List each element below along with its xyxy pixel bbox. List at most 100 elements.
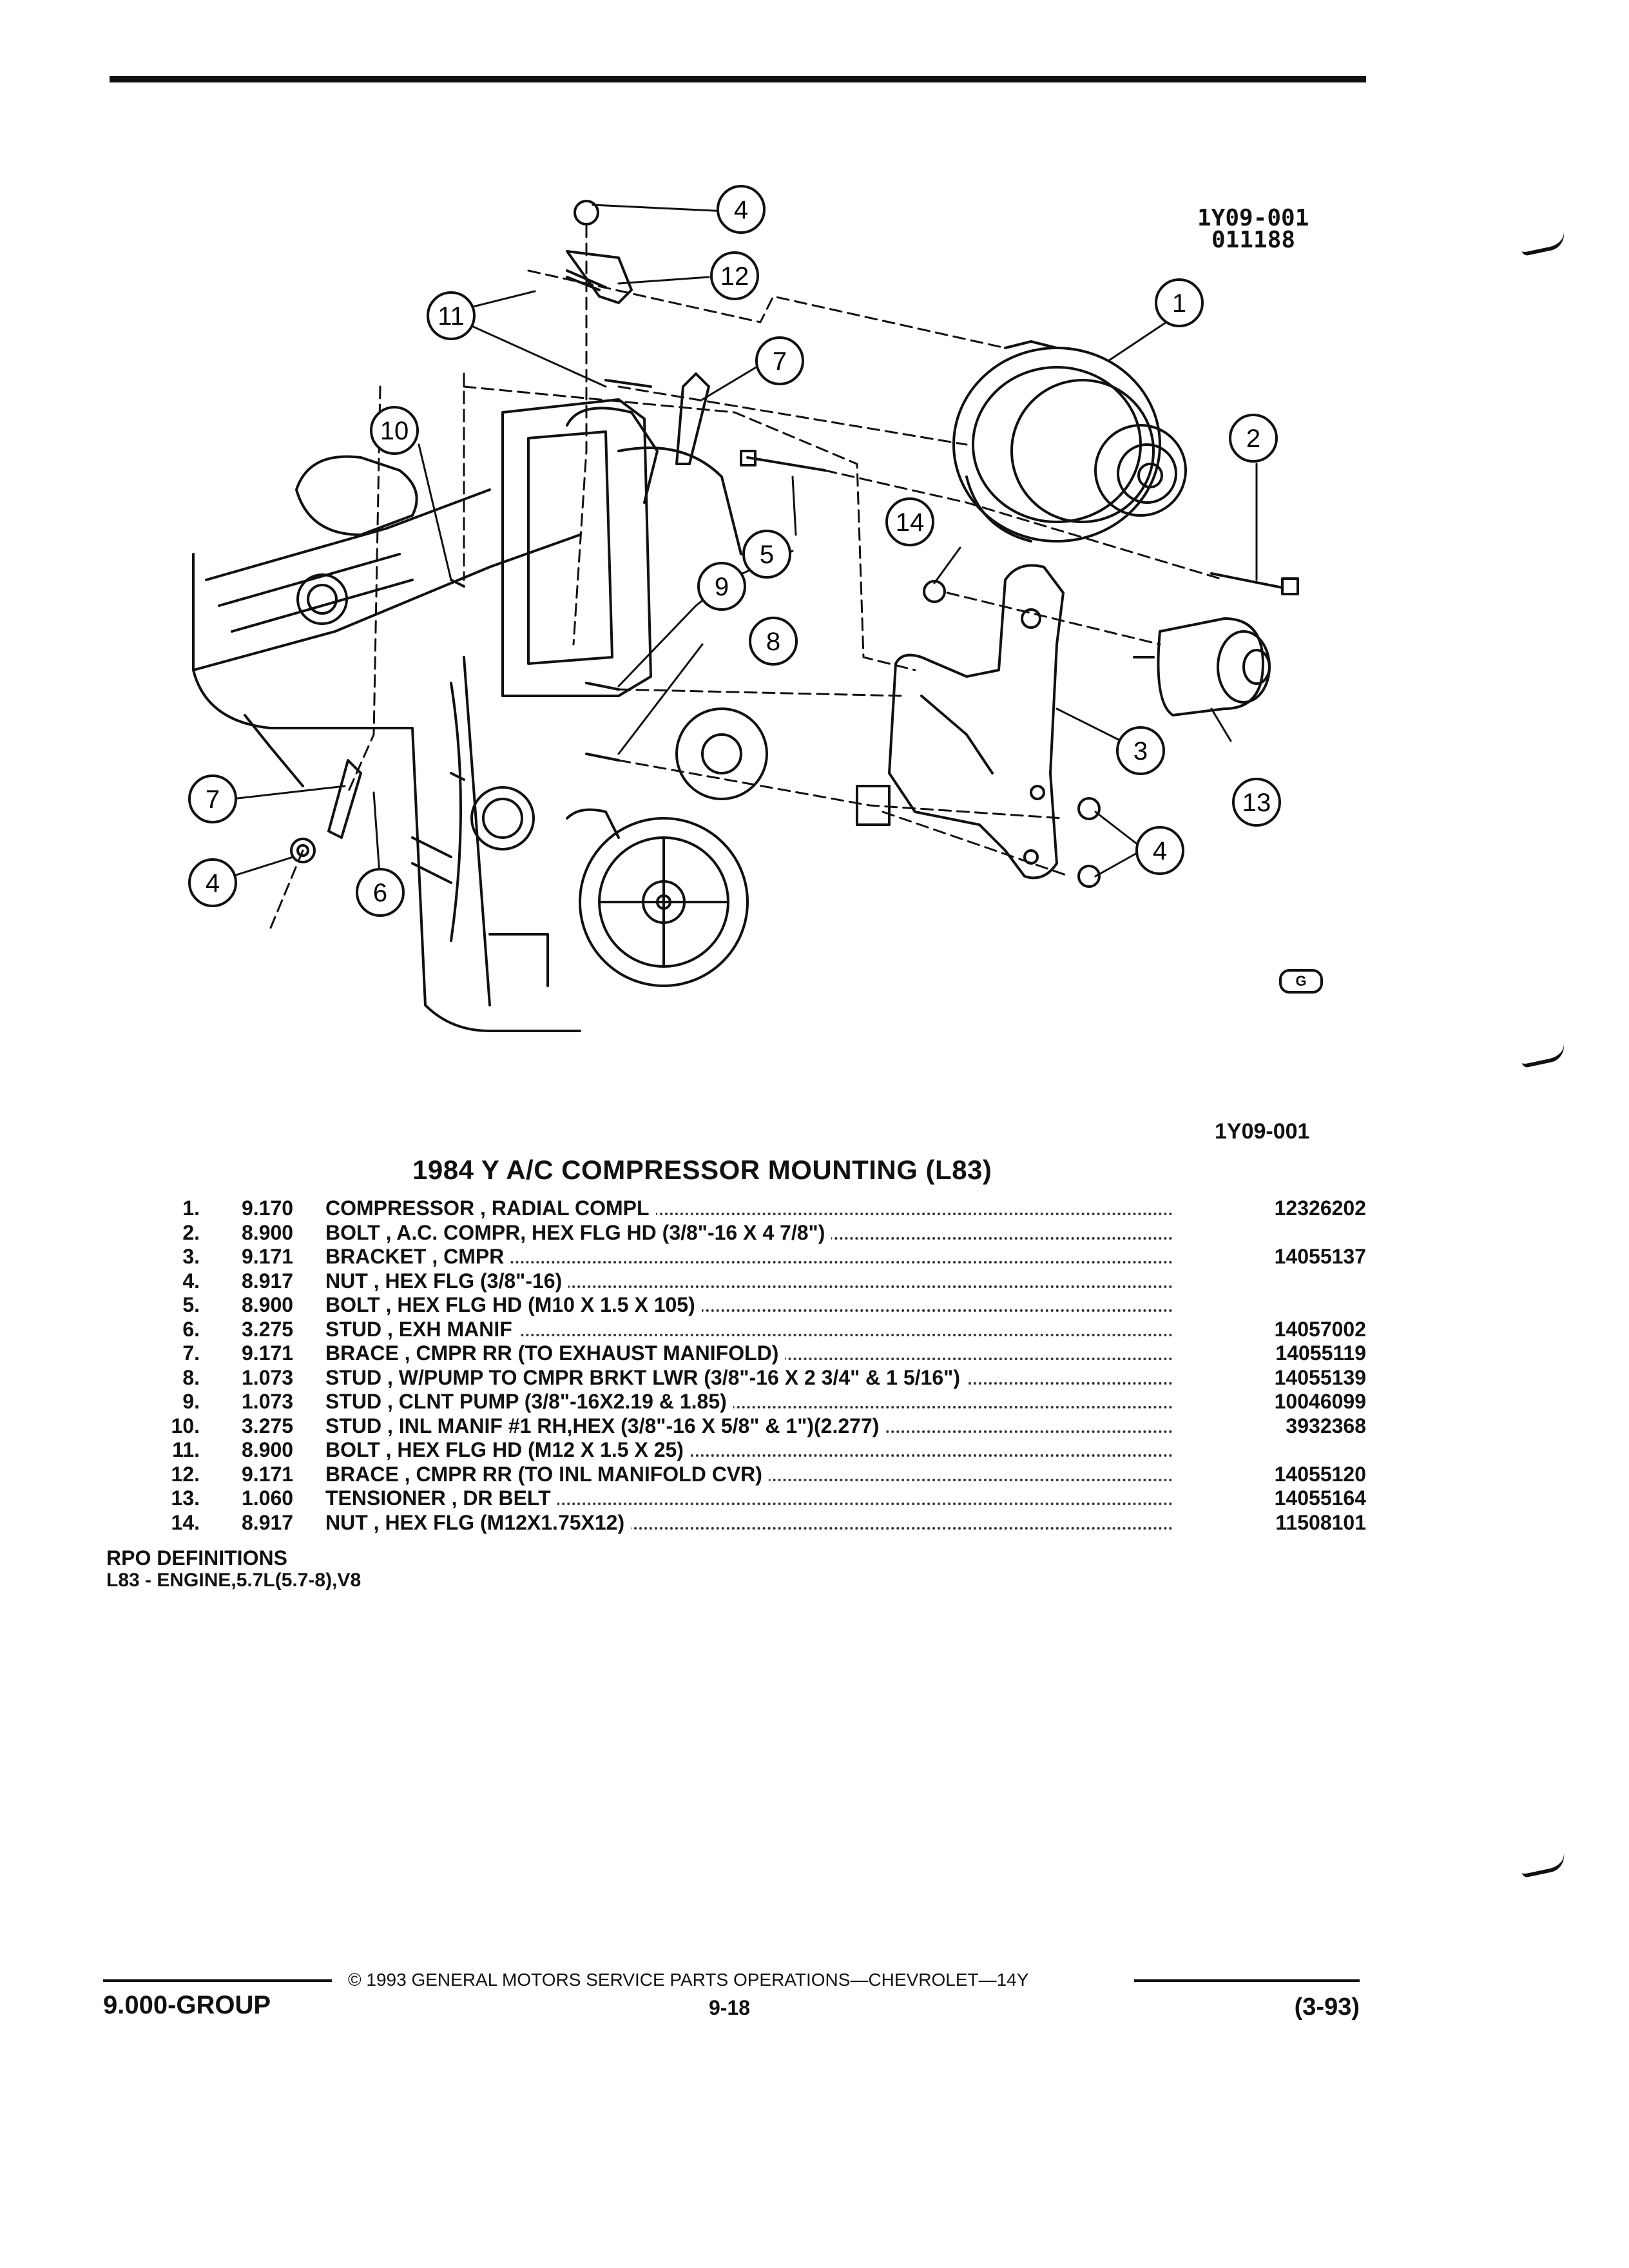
callout-label: 1 — [1172, 289, 1186, 318]
gm-logo: G — [1279, 969, 1323, 994]
top-rule — [110, 76, 1366, 82]
part-group-number: 8.900 — [242, 1220, 294, 1244]
callout-2: 2 — [1229, 414, 1278, 463]
callout-10: 10 — [370, 406, 419, 455]
part-group-number: 9.171 — [242, 1462, 294, 1486]
callout-circle — [749, 617, 798, 666]
callout-circle — [742, 530, 791, 579]
callout-7: 7 — [755, 336, 804, 385]
callout-label: 13 — [1242, 789, 1271, 817]
part-group-number: 3.275 — [242, 1414, 294, 1437]
part-index: 5. — [182, 1293, 200, 1316]
part-number: 10046099 — [1268, 1390, 1366, 1414]
part-row: 5. 8.900 BOLT , HEX FLG HD (M10 X 1.5 X 10… — [129, 1293, 1366, 1318]
page-title: 1984 Y A/C COMPRESSOR MOUNTING (L83) — [412, 1155, 992, 1185]
callout-circle — [1229, 414, 1278, 463]
callout-14: 14 — [885, 497, 934, 546]
footer-rule-right — [1134, 1979, 1360, 1982]
part-group-number: 8.900 — [242, 1438, 294, 1461]
callout-circle — [188, 858, 237, 907]
part-description: COMPRESSOR , RADIAL COMPL — [325, 1196, 656, 1220]
dot-leader — [325, 1261, 1173, 1264]
fasteners-drawing — [290, 200, 1299, 888]
callout-4: 4 — [717, 185, 766, 234]
part-index: 3. — [182, 1245, 200, 1268]
part-number: 14057002 — [1268, 1317, 1366, 1341]
callout-circle — [697, 562, 746, 611]
callout-circle — [427, 291, 476, 340]
part-index: 2. — [182, 1220, 200, 1244]
part-description: BOLT , HEX FLG HD (M12 X 1.5 X 25) — [325, 1438, 690, 1461]
dot-leader — [325, 1333, 1173, 1336]
callout-circle — [370, 406, 419, 455]
dot-leader — [325, 1213, 1173, 1215]
part-group-number: 9.171 — [242, 1245, 294, 1268]
part-description: STUD , EXH MANIF — [325, 1317, 519, 1341]
footer-group: 9.000-GROUP — [103, 1991, 271, 2019]
part-index: 12. — [171, 1462, 200, 1486]
callout-circle — [885, 497, 934, 546]
part-index: 10. — [171, 1414, 200, 1437]
part-group-number: 9.171 — [242, 1341, 294, 1365]
callout-4: 4 — [188, 858, 237, 907]
part-description: BOLT , A.C. COMPR, HEX FLG HD (3/8"-16 X… — [325, 1220, 832, 1244]
tensioner-drawing — [1133, 617, 1271, 716]
part-group-number: 8.917 — [242, 1510, 294, 1534]
leader-lines — [231, 204, 1258, 884]
dot-leader — [325, 1454, 1173, 1457]
part-group-number: 1.073 — [242, 1390, 294, 1413]
compressor-drawing — [952, 340, 1187, 543]
part-index: 11. — [172, 1438, 200, 1461]
part-index: 13. — [171, 1486, 200, 1510]
part-row: 2. 8.900 BOLT , A.C. COMPR, HEX FLG HD (3/… — [129, 1220, 1366, 1245]
dot-leader — [325, 1526, 1173, 1530]
callout-label: 12 — [720, 262, 749, 291]
part-number: 3932368 — [1279, 1414, 1366, 1438]
footer-page-number: 9-18 — [709, 1996, 751, 2019]
part-group-number: 1.073 — [242, 1365, 294, 1389]
part-row: 10. 3.275 STUD , INL MANIF #1 RH,HEX (3/8"… — [129, 1414, 1366, 1439]
dot-leader — [325, 1309, 1173, 1312]
callout-circle — [717, 185, 766, 234]
part-description: BOLT , HEX FLG HD (M10 X 1.5 X 105) — [325, 1293, 702, 1316]
part-description: BRACE , CMPR RR (TO INL MANIFOLD CVR) — [325, 1462, 769, 1486]
callout-circle — [1135, 826, 1184, 875]
engine-block-drawing — [192, 398, 768, 1032]
part-description: NUT , HEX FLG (M12X1.75X12) — [325, 1510, 631, 1534]
footer-rule-left — [103, 1979, 332, 1982]
callout-circle — [356, 868, 405, 917]
callout-12: 12 — [710, 251, 759, 300]
rpo-definition: L83 - ENGINE,5.7L(5.7-8),V8 — [106, 1570, 361, 1591]
callout-label: 4 — [206, 869, 220, 898]
callout-circle — [1232, 778, 1281, 827]
callout-label: 10 — [380, 417, 409, 445]
part-index: 9. — [182, 1390, 200, 1413]
figure-caption-code: 1Y09-001 — [1215, 1119, 1310, 1144]
callout-label: 7 — [206, 785, 220, 814]
part-description: NUT , HEX FLG (3/8"-16) — [325, 1269, 569, 1293]
part-number: 14055164 — [1268, 1486, 1366, 1510]
bracket-drawing — [856, 564, 1065, 879]
figure-date-code: 011188 — [1211, 227, 1296, 253]
part-description: STUD , INL MANIF #1 RH,HEX (3/8"-16 X 5/… — [325, 1414, 886, 1437]
callout-label: 8 — [766, 628, 780, 656]
part-description: TENSIONER , DR BELT — [325, 1486, 557, 1510]
part-description: BRACKET , CMPR — [325, 1245, 511, 1268]
callout-6: 6 — [356, 868, 405, 917]
callout-label: 2 — [1246, 425, 1260, 453]
callout-3: 3 — [1116, 726, 1165, 775]
part-index: 14. — [171, 1510, 200, 1534]
callout-9: 9 — [697, 562, 746, 611]
callout-1: 1 — [1155, 278, 1204, 327]
part-group-number: 8.900 — [242, 1293, 294, 1316]
